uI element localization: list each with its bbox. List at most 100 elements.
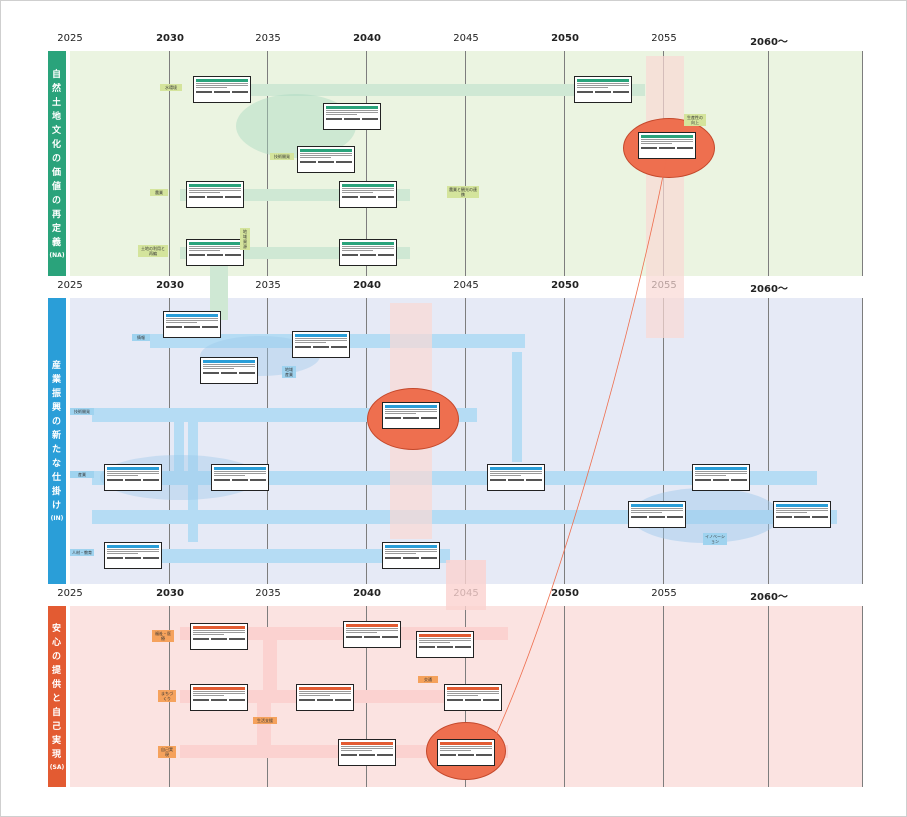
section-title-in: 産業振興の新たな仕掛け (52, 361, 64, 511)
grid-line (169, 298, 170, 584)
roadmap-card-na (323, 103, 381, 130)
roadmap-card-sa (190, 623, 248, 650)
grid-line-right (862, 606, 863, 787)
na-arrow-up (210, 265, 228, 320)
section-label-in: 産業振興の新たな仕掛け (IN) (48, 298, 66, 584)
year-label: 2045 (453, 33, 479, 44)
roadmap-card-sa (343, 621, 401, 648)
tag-na-1: 水環境 (160, 84, 182, 91)
year-label: 2055 (651, 588, 677, 599)
roadmap-card-sa (416, 631, 474, 658)
roadmap-card-in (487, 464, 545, 491)
grid-line (564, 606, 565, 787)
year-label: 2050 (551, 280, 579, 291)
grid-line (663, 298, 664, 584)
roadmap-card-na (186, 239, 244, 266)
grid-line (267, 298, 268, 584)
roadmap-card-in (211, 464, 269, 491)
tag-sa-4: 交通 (418, 676, 438, 683)
roadmap-card-in (628, 501, 686, 528)
year-label: 2030 (156, 33, 184, 44)
tag-na-6: 生産性の向上 (684, 114, 706, 126)
grid-line (169, 51, 170, 276)
highlight-column-2055 (646, 56, 684, 338)
roadmap-card-in (382, 402, 440, 429)
roadmap-card-in (382, 542, 440, 569)
section-code-in: (IN) (50, 515, 64, 522)
roadmap-card-in (292, 331, 350, 358)
tag-na-2: 農業 (150, 189, 168, 196)
roadmap-card-in (104, 464, 162, 491)
year-label: 2060〜 (750, 37, 788, 48)
roadmap-card-na (339, 181, 397, 208)
year-label: 2060〜 (750, 592, 788, 603)
grid-line (465, 51, 466, 276)
grid-line (465, 298, 466, 584)
section-code-sa: (SA) (49, 763, 65, 771)
roadmap-card-sa (338, 739, 396, 766)
tag-in-4: 人材・教育 (70, 549, 94, 556)
year-label: 2030 (156, 280, 184, 291)
in-arrow-vertical-3 (512, 352, 522, 462)
roadmap-card-sa (437, 739, 495, 766)
roadmap-card-na (186, 181, 244, 208)
grid-line-right (862, 298, 863, 584)
grid-line (267, 51, 268, 276)
tag-na-4: 技術開発 (270, 153, 294, 160)
section-label-na: 自然・土地・文化の価値の再定義 (NA) (48, 51, 75, 276)
in-arrow-3 (92, 471, 817, 485)
year-label: 2025 (57, 33, 83, 44)
roadmap-card-sa (444, 684, 502, 711)
grid-line (564, 51, 565, 276)
year-label: 2035 (255, 33, 281, 44)
year-label: 2030 (156, 588, 184, 599)
year-label: 2025 (57, 280, 83, 291)
roadmap-card-in (692, 464, 750, 491)
tag-in-3: 産業 (70, 471, 94, 478)
grid-line (366, 51, 367, 276)
year-label: 2055 (651, 33, 677, 44)
year-label: 2045 (453, 280, 479, 291)
na-arrow-1 (200, 84, 645, 96)
grid-line (663, 606, 664, 787)
section-title-na: 自然・土地・文化の価値の再定義 (52, 69, 75, 248)
year-label: 2040 (353, 588, 381, 599)
grid-line (564, 298, 565, 584)
roadmap-card-na (193, 76, 251, 103)
roadmap-card-sa (190, 684, 248, 711)
grid-line (366, 298, 367, 584)
tag-in-2: 技術開発 (70, 408, 94, 415)
roadmap-card-in (163, 311, 221, 338)
roadmap-card-na (297, 146, 355, 173)
grid-line (768, 298, 769, 584)
year-label: 2040 (353, 33, 381, 44)
tag-na-5: 農業と観光の連携 (447, 186, 479, 198)
tag-in-6: イノベーション (703, 533, 727, 545)
grid-line (768, 51, 769, 276)
year-label: 2060〜 (750, 284, 788, 295)
sa-arrow-vertical-3 (446, 560, 486, 610)
year-label: 2035 (255, 280, 281, 291)
section-title-sa: 安心の提供と自己実現 (52, 623, 64, 760)
year-label: 2035 (255, 588, 281, 599)
roadmap-card-in (200, 357, 258, 384)
in-arrow-vertical-1 (174, 420, 184, 480)
in-arrow-5 (120, 549, 450, 563)
year-label: 2025 (57, 588, 83, 599)
roadmap-card-na (339, 239, 397, 266)
roadmap-card-na (638, 132, 696, 159)
roadmap-card-na (574, 76, 632, 103)
year-label: 2050 (551, 33, 579, 44)
tag-sa-3: 生活支援 (253, 717, 277, 724)
grid-line (768, 606, 769, 787)
tag-na-3: 土地の利用と再編 (138, 245, 168, 257)
roadmap-card-in (104, 542, 162, 569)
in-arrow-vertical-2 (188, 420, 198, 542)
tag-sa-5: 自己実現 (158, 746, 176, 758)
tag-na-7: 地域資源 (240, 228, 250, 250)
sa-arrow-vertical-1 (263, 640, 277, 690)
tag-in-5: 地域産業 (282, 366, 296, 378)
section-code-na: (NA) (49, 251, 65, 259)
roadmap-card-sa (296, 684, 354, 711)
